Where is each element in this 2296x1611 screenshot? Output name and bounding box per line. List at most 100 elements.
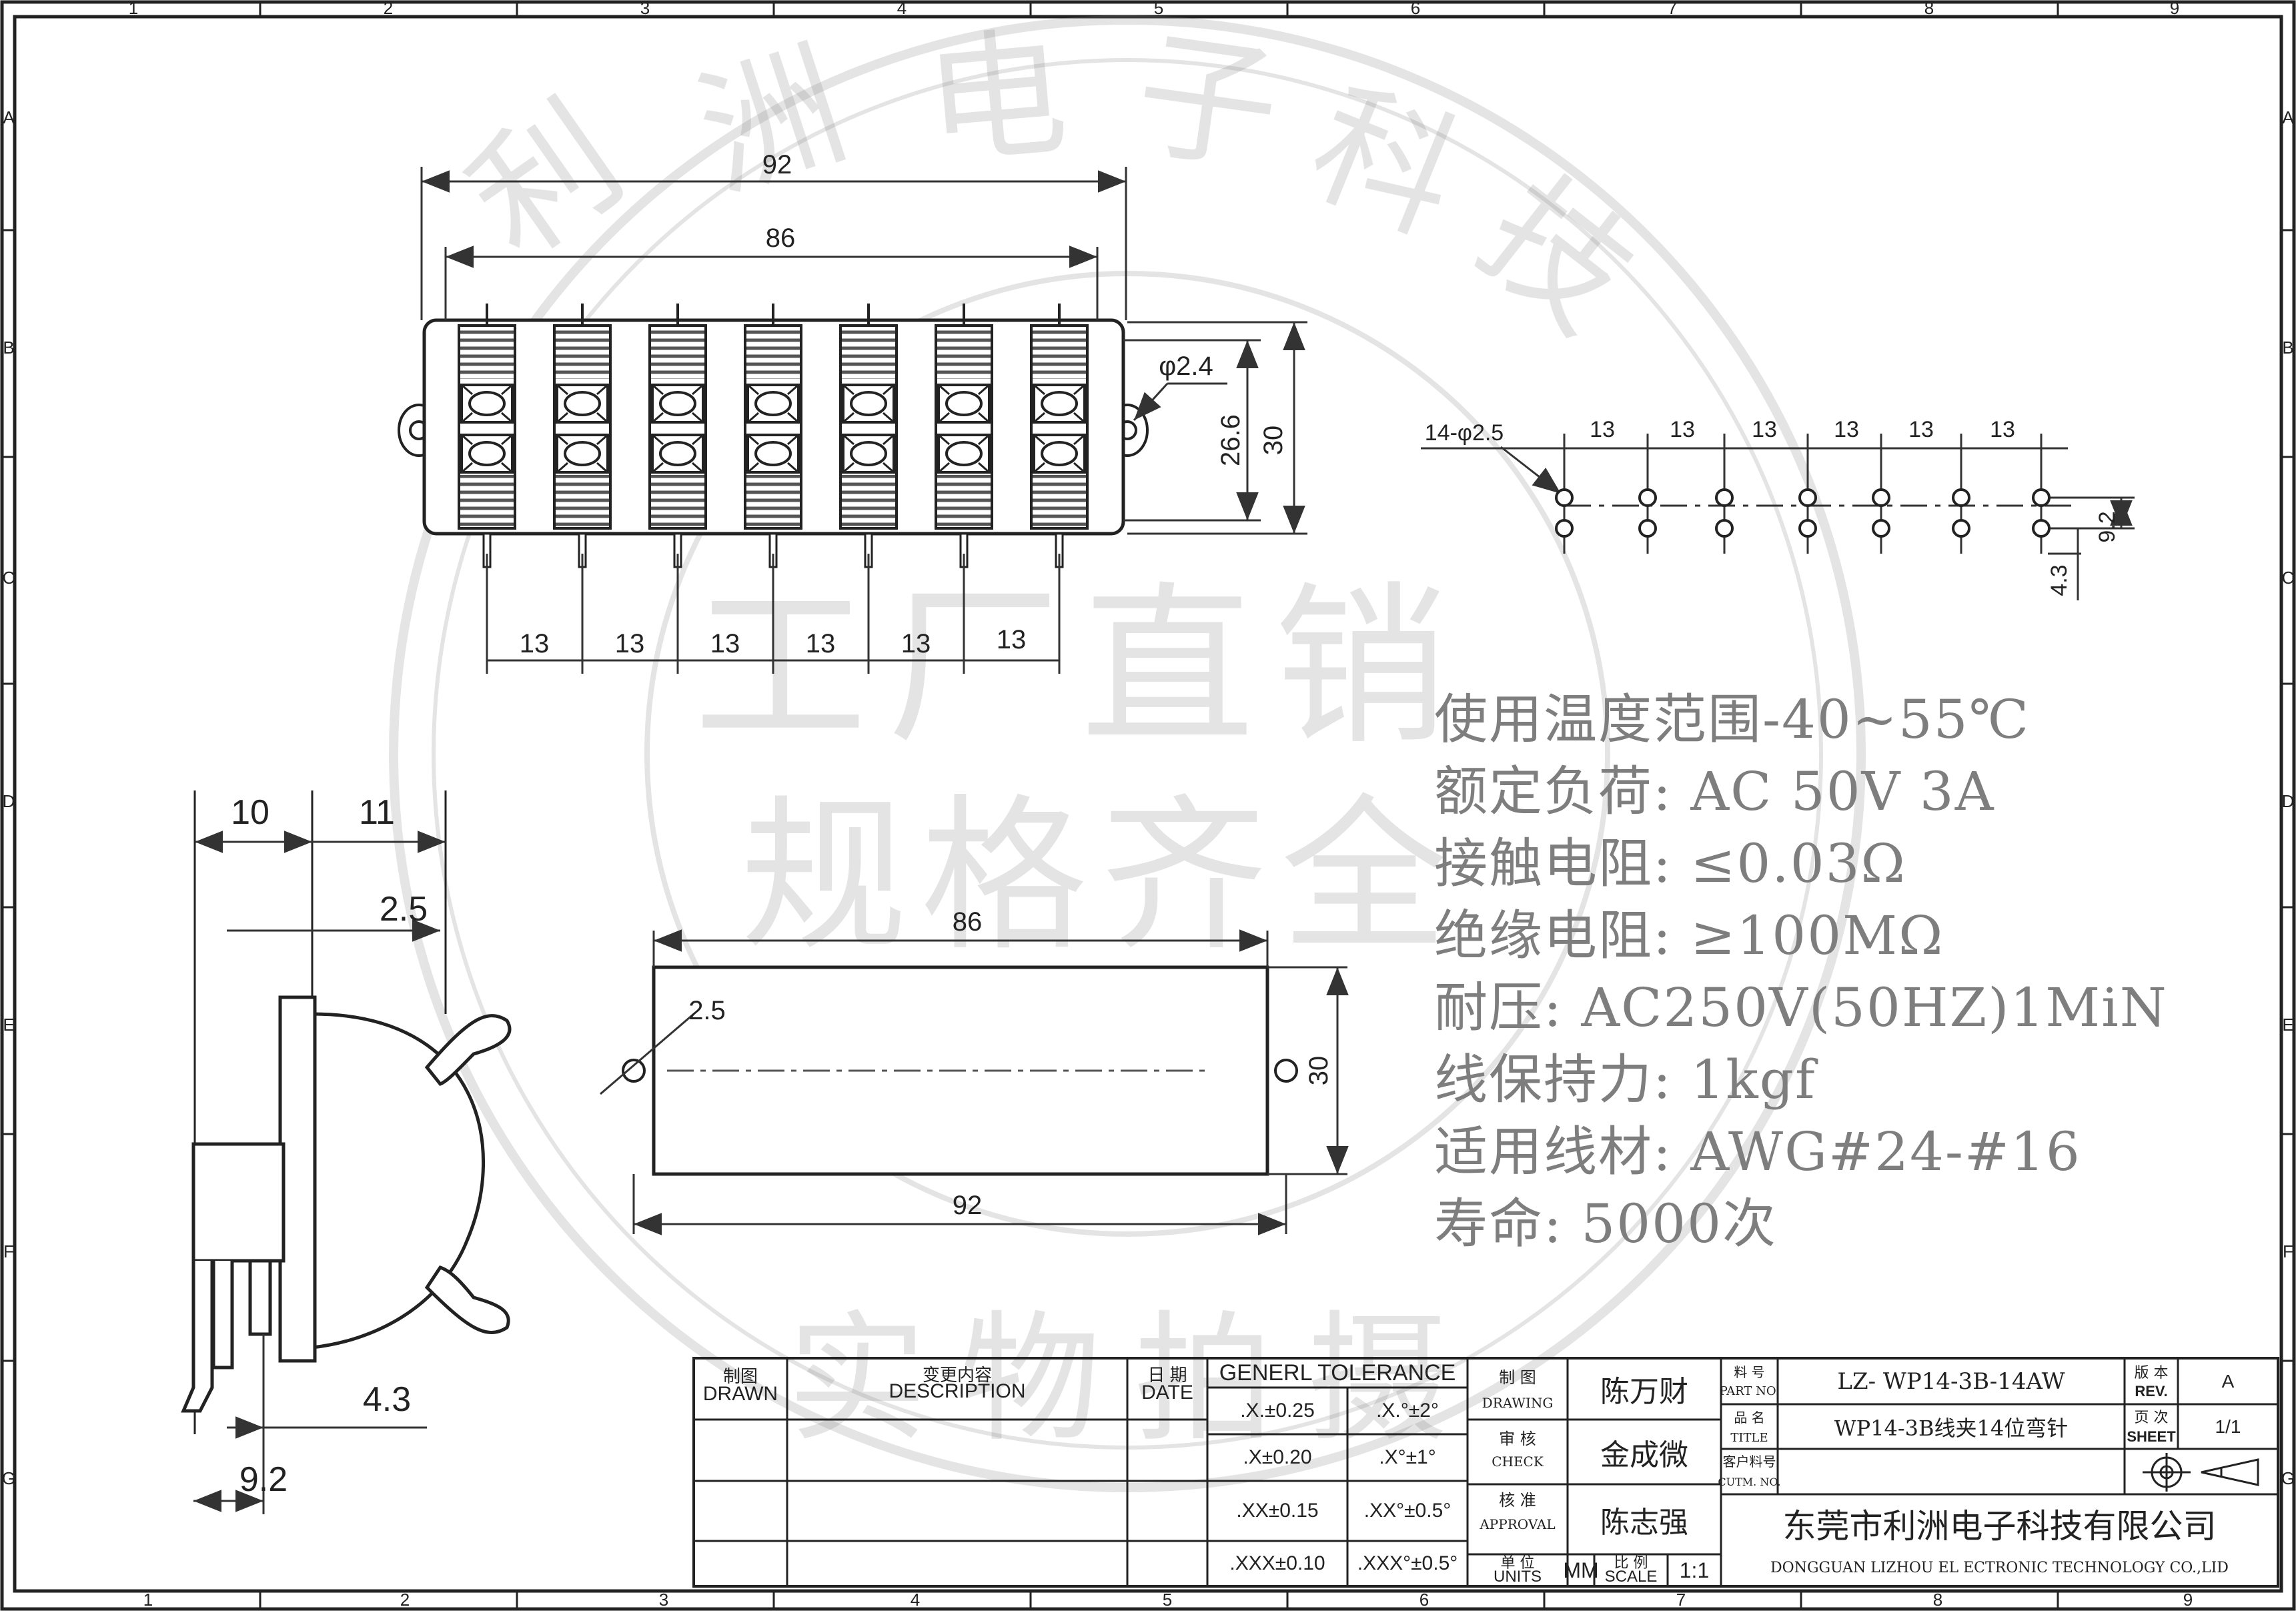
dim-side-10: 10 (231, 793, 269, 832)
spec-wire-retention: 线保持力: 1kgf (1434, 1049, 1816, 1111)
side-base-plate (278, 995, 317, 1363)
dim-30-top: 30 (1259, 426, 1288, 456)
bottom-view-dimensions (600, 929, 1349, 1235)
spec-life: 寿命: 5000次 (1434, 1193, 1777, 1255)
grid-col-label: 6 (1411, 0, 1420, 18)
sheet-en-label: SHEET (2127, 1428, 2176, 1445)
dim-side-9-2: 9.2 (239, 1460, 288, 1499)
pcb-hole (1638, 519, 1657, 538)
wire-slot-top (651, 327, 704, 379)
grid-row-label: D (2282, 791, 2295, 811)
svg-text:洲: 洲 (680, 21, 864, 220)
wire-slot-bottom (937, 475, 991, 527)
tolerance-linear: .XXX±0.10 (1229, 1552, 1325, 1574)
tolerance-angular: .XXX°±0.5° (1357, 1552, 1458, 1574)
grid-col-label: 1 (143, 1590, 153, 1610)
check-name: 金成微 (1600, 1438, 1688, 1472)
wire-slot-bottom (1033, 475, 1086, 527)
part-no-cn-label: 料 号 (1734, 1364, 1765, 1380)
wire-slot-bottom (556, 475, 609, 527)
spec-withstand-voltage: 耐压: AC250V(50HZ)1MiN (1434, 977, 2168, 1039)
pcb-hole (2032, 488, 2051, 507)
grid-row-label: D (3, 791, 15, 811)
customer-no-cn-label: 客户料号 (1722, 1453, 1776, 1470)
side-dome (310, 1012, 485, 1350)
grid-col-label: 1 (129, 0, 138, 18)
tolerance-linear: .X±0.20 (1243, 1446, 1312, 1468)
dim-92-bottom: 92 (953, 1191, 983, 1220)
tolerance-header: GENERL TOLERANCE (1219, 1360, 1456, 1386)
grid-row-label: B (2282, 338, 2293, 358)
part-no-en-label: PART NO. (1719, 1384, 1780, 1398)
wire-slot-bottom (651, 475, 704, 527)
top-view (398, 304, 1149, 568)
title-block-grid (692, 1357, 2279, 1588)
scale-en-label: SCALE (1604, 1568, 1658, 1586)
description-cn-label: 变更内容 (922, 1364, 992, 1385)
dim-side-4-3: 4.3 (363, 1380, 411, 1419)
dim-86-top: 86 (766, 223, 796, 253)
grid-col-label: 5 (1163, 1590, 1172, 1610)
description-en-label: DESCRIPTION (889, 1380, 1026, 1402)
dim-pitch: 13 (520, 629, 550, 658)
grid-col-label: 7 (1676, 1590, 1686, 1610)
pcb-hole (1872, 488, 1890, 507)
sheet-value: 1/1 (2215, 1416, 2241, 1437)
grid-row-label: G (2281, 1468, 2295, 1488)
grid-row-label: F (2283, 1241, 2293, 1261)
wire-slot-bottom (460, 475, 514, 527)
pcb-hole (1872, 519, 1890, 538)
dim-side-11: 11 (359, 793, 395, 832)
dim-hole-dia: φ2.4 (1159, 352, 1213, 381)
wire-slot-top (1033, 327, 1086, 379)
wire-slot-top (556, 327, 609, 379)
drawing-en-label: DRAWING (1482, 1395, 1554, 1411)
spec-contact-resistance: 接触电阻: ≤0.03Ω (1434, 833, 1906, 895)
terminal-cell (1030, 304, 1089, 568)
customer-no-en-label: CUTM. NO. (1718, 1475, 1781, 1488)
pcb-hole (1555, 488, 1574, 507)
grid-col-label: 4 (911, 1590, 920, 1610)
grid-row-label: E (3, 1015, 14, 1035)
side-lower-block (191, 1142, 285, 1263)
pcb-hole (1555, 519, 1574, 538)
check-cn-label: 审 核 (1499, 1429, 1536, 1448)
dim-pitch: 13 (710, 629, 740, 658)
date-en-label: DATE (1141, 1382, 1193, 1404)
title-cn-label: 品 名 (1734, 1409, 1765, 1426)
grid-row-label: B (3, 338, 14, 358)
date-cn-label: 日 期 (1147, 1364, 1187, 1385)
spec-list: 使用温度范围-40~55℃ 额定负荷: AC 50V 3A 接触电阻: ≤0.0… (1434, 684, 2268, 1260)
spec-rated-load: 额定负荷: AC 50V 3A (1434, 760, 1995, 823)
pcb-hole (1715, 488, 1734, 507)
dim-pcb-holes: 14-φ2.5 (1425, 420, 1504, 446)
terminal-cell (553, 304, 612, 568)
dim-pcb-pitch: 13 (1990, 417, 2015, 442)
top-view-dimensions (420, 167, 1307, 674)
dim-side-2-5: 2.5 (380, 890, 428, 929)
terminal-cell (744, 304, 802, 568)
scale-cn-label: 比 例 (1614, 1555, 1648, 1572)
svg-text:技: 技 (1452, 148, 1662, 363)
tolerance-angular: .X.°±2° (1376, 1400, 1439, 1422)
svg-text:电: 电 (919, 11, 1073, 186)
grid-col-label: 2 (400, 1590, 410, 1610)
spec-insulation-resistance: 绝缘电阻: ≥100MΩ (1434, 905, 1944, 967)
rev-cn-label: 版 本 (2134, 1365, 2169, 1382)
tolerance-angular: .X°±1° (1379, 1446, 1436, 1468)
approval-cn-label: 核 准 (1499, 1490, 1536, 1510)
lever-top (424, 1014, 512, 1087)
dim-pcb-pitch: 13 (1908, 417, 1934, 442)
grid-col-label: 9 (2170, 0, 2179, 18)
grid-row-label: C (3, 568, 15, 588)
spec-temperature: 使用温度范围-40~55℃ (1434, 688, 2031, 750)
grid-row-label: A (2282, 107, 2294, 127)
grid-row-label: A (3, 107, 15, 127)
grid-col-label: 8 (1933, 1590, 1942, 1610)
grid-row-label: C (2282, 568, 2295, 588)
dim-pitch: 13 (806, 629, 836, 658)
tolerance-linear: .X.±0.25 (1240, 1400, 1315, 1422)
approval-en-label: APPROVAL (1480, 1516, 1556, 1532)
pcb-hole (2032, 519, 2051, 538)
check-en-label: CHECK (1492, 1454, 1544, 1470)
